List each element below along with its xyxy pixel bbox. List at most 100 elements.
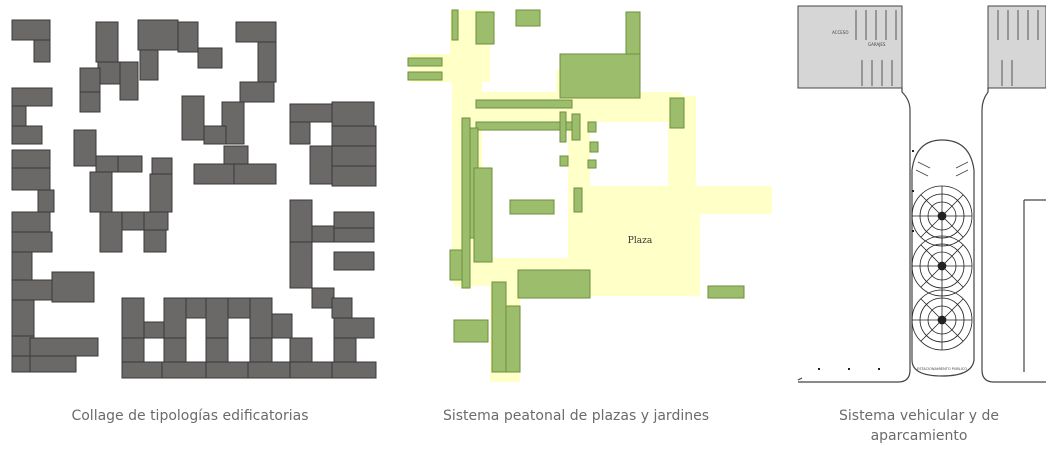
building-block (11, 125, 43, 145)
figure-caption: Sistema vehicular y de aparcamiento (792, 406, 1046, 446)
building-block (161, 361, 207, 379)
pedestrian-plan-drawing: Plaza (407, 9, 772, 382)
building-block (29, 337, 99, 357)
building-block (95, 21, 119, 63)
building-block (203, 125, 227, 145)
garden (587, 159, 597, 169)
building-block (185, 297, 209, 319)
building-block (143, 321, 167, 339)
vehicular-plan-drawing: ACCESO GARAJES (797, 5, 1046, 383)
garden (475, 99, 573, 109)
garden (625, 11, 641, 55)
building-block (271, 313, 293, 339)
figure-caption: Collage de tipologías edificatorias (71, 408, 309, 424)
building-block (151, 157, 173, 175)
garden (589, 141, 599, 153)
building-block (289, 337, 313, 363)
pedestrian-system-figure: Plaza Sistema peatonal de plazas y jardi… (396, 0, 786, 452)
building-collage-drawing (11, 19, 377, 379)
building-block (163, 337, 187, 363)
building-collage-figure: Collage de tipologías edificatorias (0, 0, 390, 452)
building-block (117, 155, 143, 173)
vehicular-system-figure: ACCESO GARAJES (792, 0, 1046, 452)
figure-caption-text: Sistema vehicular y de aparcamiento (839, 408, 999, 444)
marker (912, 150, 914, 152)
building-block (333, 211, 375, 229)
building-block (205, 361, 249, 379)
building-block (193, 163, 235, 185)
garden (515, 9, 541, 27)
building-block (221, 101, 245, 145)
marker (818, 368, 820, 370)
parking-island (911, 139, 975, 377)
building-block (331, 165, 377, 187)
garden (475, 11, 495, 45)
building-block (137, 19, 179, 51)
building-block (11, 279, 53, 301)
garden (461, 117, 471, 289)
garden (573, 187, 583, 213)
building-block (99, 211, 123, 253)
garden (505, 305, 521, 373)
building-block (11, 231, 53, 253)
building-block (181, 95, 205, 141)
garden (707, 285, 745, 299)
marker (912, 190, 914, 192)
building-block (11, 87, 53, 107)
building-block (331, 297, 353, 319)
building-block (331, 101, 375, 127)
road-edge (797, 377, 803, 381)
building-block (235, 21, 277, 43)
garage-label: GARAJES (868, 42, 886, 47)
building-block (309, 145, 333, 185)
road-edge (798, 88, 911, 383)
garden (559, 111, 567, 143)
tree-icon (911, 235, 973, 297)
figure-caption: Sistema peatonal de plazas y jardines (396, 406, 756, 426)
building-block (29, 355, 77, 373)
building-block (11, 105, 27, 127)
building-block (139, 49, 159, 81)
building-block (143, 211, 169, 231)
building-block (333, 337, 357, 363)
building-block (249, 337, 273, 363)
building-block (121, 297, 145, 339)
garden (509, 199, 555, 215)
garage-label: ACCESO (832, 30, 848, 35)
building-block (79, 91, 101, 113)
building-block (331, 361, 377, 379)
building-block (33, 39, 51, 63)
building-block (227, 297, 251, 319)
building-block (289, 103, 333, 123)
building-block (289, 241, 313, 289)
garage-block (797, 5, 903, 89)
building-block (121, 211, 145, 231)
building-block (233, 163, 277, 185)
garden (491, 281, 507, 373)
garden (559, 155, 569, 167)
building-block (97, 61, 121, 85)
building-block (163, 297, 187, 339)
garden (669, 97, 685, 129)
building-block (333, 251, 375, 271)
building-block (223, 145, 249, 165)
building-block (73, 129, 97, 167)
building-block (205, 297, 229, 339)
building-block (143, 229, 167, 253)
building-block (247, 361, 291, 379)
building-block (149, 173, 173, 213)
plaza-label: Plaza (628, 236, 653, 246)
building-block (11, 19, 51, 41)
building-block (121, 361, 163, 379)
garden (451, 9, 459, 41)
building-block (249, 297, 273, 339)
building-block (95, 155, 119, 173)
garden (407, 71, 443, 81)
building-block (331, 125, 377, 147)
garden (587, 121, 597, 133)
garden (517, 269, 591, 299)
building-block (289, 361, 333, 379)
garden (475, 121, 573, 131)
building-block (289, 121, 311, 145)
building-block (89, 171, 113, 213)
